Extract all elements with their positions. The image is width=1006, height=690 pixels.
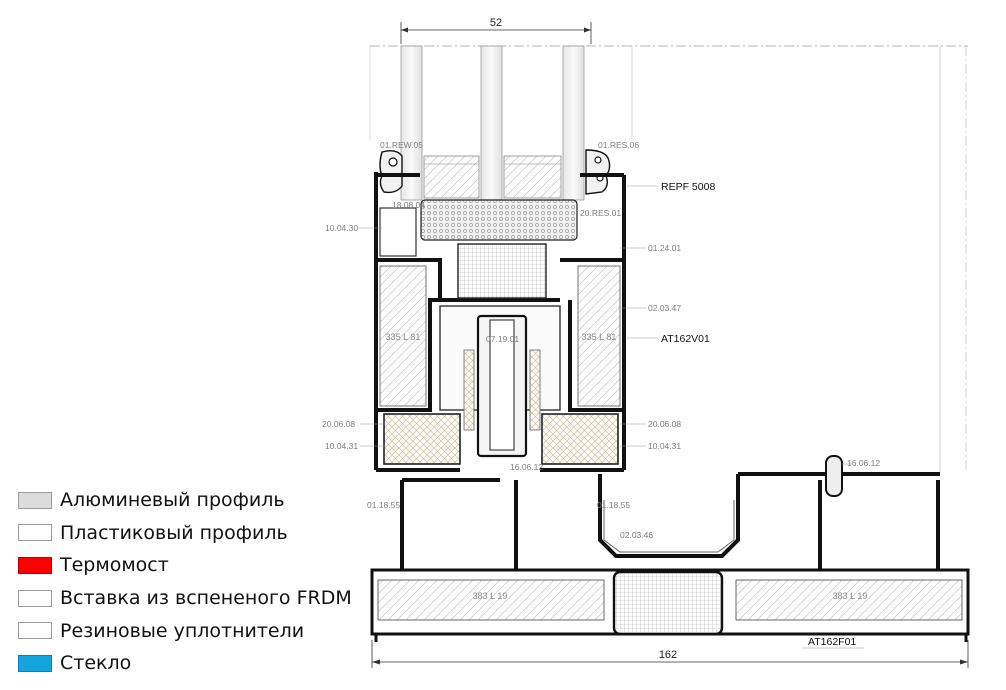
- label-center-lower: 16.06.12: [510, 462, 543, 472]
- sash-profile: [374, 172, 626, 472]
- glazing-unit: [400, 45, 585, 201]
- section-label-bottom-right: 383 L 19: [833, 591, 868, 601]
- top-dimension-value: 52: [490, 17, 502, 29]
- label-right-2: 02.03.47: [648, 303, 681, 313]
- label-seal-left-top: 01.REW.05: [380, 140, 423, 150]
- insulation-right: [577, 265, 621, 407]
- legend-swatch-glass: [18, 654, 52, 672]
- legend-item: Резиновые уплотнители: [18, 614, 352, 647]
- legend-item: Пластиковый профиль: [18, 517, 352, 550]
- label-left-1: 10.04.30: [325, 223, 358, 233]
- label-bottom-left-1: 01.18.55: [367, 500, 400, 510]
- bottom-dimension-value: 162: [659, 649, 677, 661]
- mullion-cap: [825, 455, 843, 497]
- frame-rail: [400, 472, 940, 570]
- label-gasket-top: 18.08.04: [392, 200, 425, 210]
- leader-lines: [358, 185, 864, 649]
- legend: Алюминевый профиль Пластиковый профиль Т…: [18, 484, 352, 680]
- label-center-profile: 07.19.01: [486, 334, 519, 344]
- label-left-3: 10.04.31: [325, 441, 358, 451]
- legend-item: Стекло: [18, 647, 352, 680]
- label-sash-profile: AT162V01: [661, 333, 710, 345]
- center-channel: [603, 500, 735, 553]
- legend-item: Алюминевый профиль: [18, 484, 352, 517]
- legend-swatch-foam-insert: [18, 589, 52, 607]
- label-right-3: 20.06.08: [648, 419, 681, 429]
- center-mechanism: [439, 305, 561, 458]
- central-thermal-insert: [457, 243, 547, 299]
- section-label-insulation-left: 335 L 81: [386, 332, 421, 342]
- legend-label: Стекло: [60, 652, 132, 675]
- setting-block: [420, 199, 578, 241]
- section-label-bottom-left: 383 L 19: [473, 591, 508, 601]
- bottom-dimension: 162: [371, 640, 969, 668]
- left-chamber: [379, 207, 417, 257]
- label-right-mullion: 16.06.12: [847, 458, 880, 468]
- legend-label: Пластиковый профиль: [60, 521, 288, 544]
- label-profile-code: REPF 5008: [661, 181, 715, 193]
- legend-swatch-rubber-seal: [18, 622, 52, 640]
- frame-profile: [370, 568, 970, 642]
- legend-swatch-thermal-break: [18, 556, 52, 574]
- legend-label: Резиновые уплотнители: [60, 619, 305, 642]
- label-bottom-left-2: 01.18.55: [597, 500, 630, 510]
- foam-block-left: [383, 413, 461, 465]
- legend-label: Алюминевый профиль: [60, 489, 285, 512]
- label-left-2: 20.06.08: [322, 419, 355, 429]
- glazing-seals: [379, 149, 611, 195]
- label-bottom-center: 02.03.46: [620, 530, 653, 540]
- insulation-left: [379, 265, 427, 407]
- legend-item: Вставка из вспененого FRDM: [18, 582, 352, 615]
- foam-block-right: [541, 413, 619, 465]
- label-seal-right-top: 01.RES.06: [598, 140, 639, 150]
- label-frame-profile: AT162F01: [808, 636, 856, 648]
- top-dimension: 52: [400, 17, 592, 44]
- section-label-insulation-right: 335 L 81: [582, 332, 617, 342]
- label-right-4: 10.04.31: [648, 441, 681, 451]
- label-right-1: 01.24.01: [648, 243, 681, 253]
- legend-label: Термомост: [60, 554, 169, 577]
- legend-item: Термомост: [18, 549, 352, 582]
- legend-label: Вставка из вспененого FRDM: [60, 587, 352, 610]
- label-gasket-right: 20.RES.01: [580, 208, 621, 218]
- legend-swatch-plastic: [18, 524, 52, 542]
- legend-swatch-aluminum: [18, 491, 52, 509]
